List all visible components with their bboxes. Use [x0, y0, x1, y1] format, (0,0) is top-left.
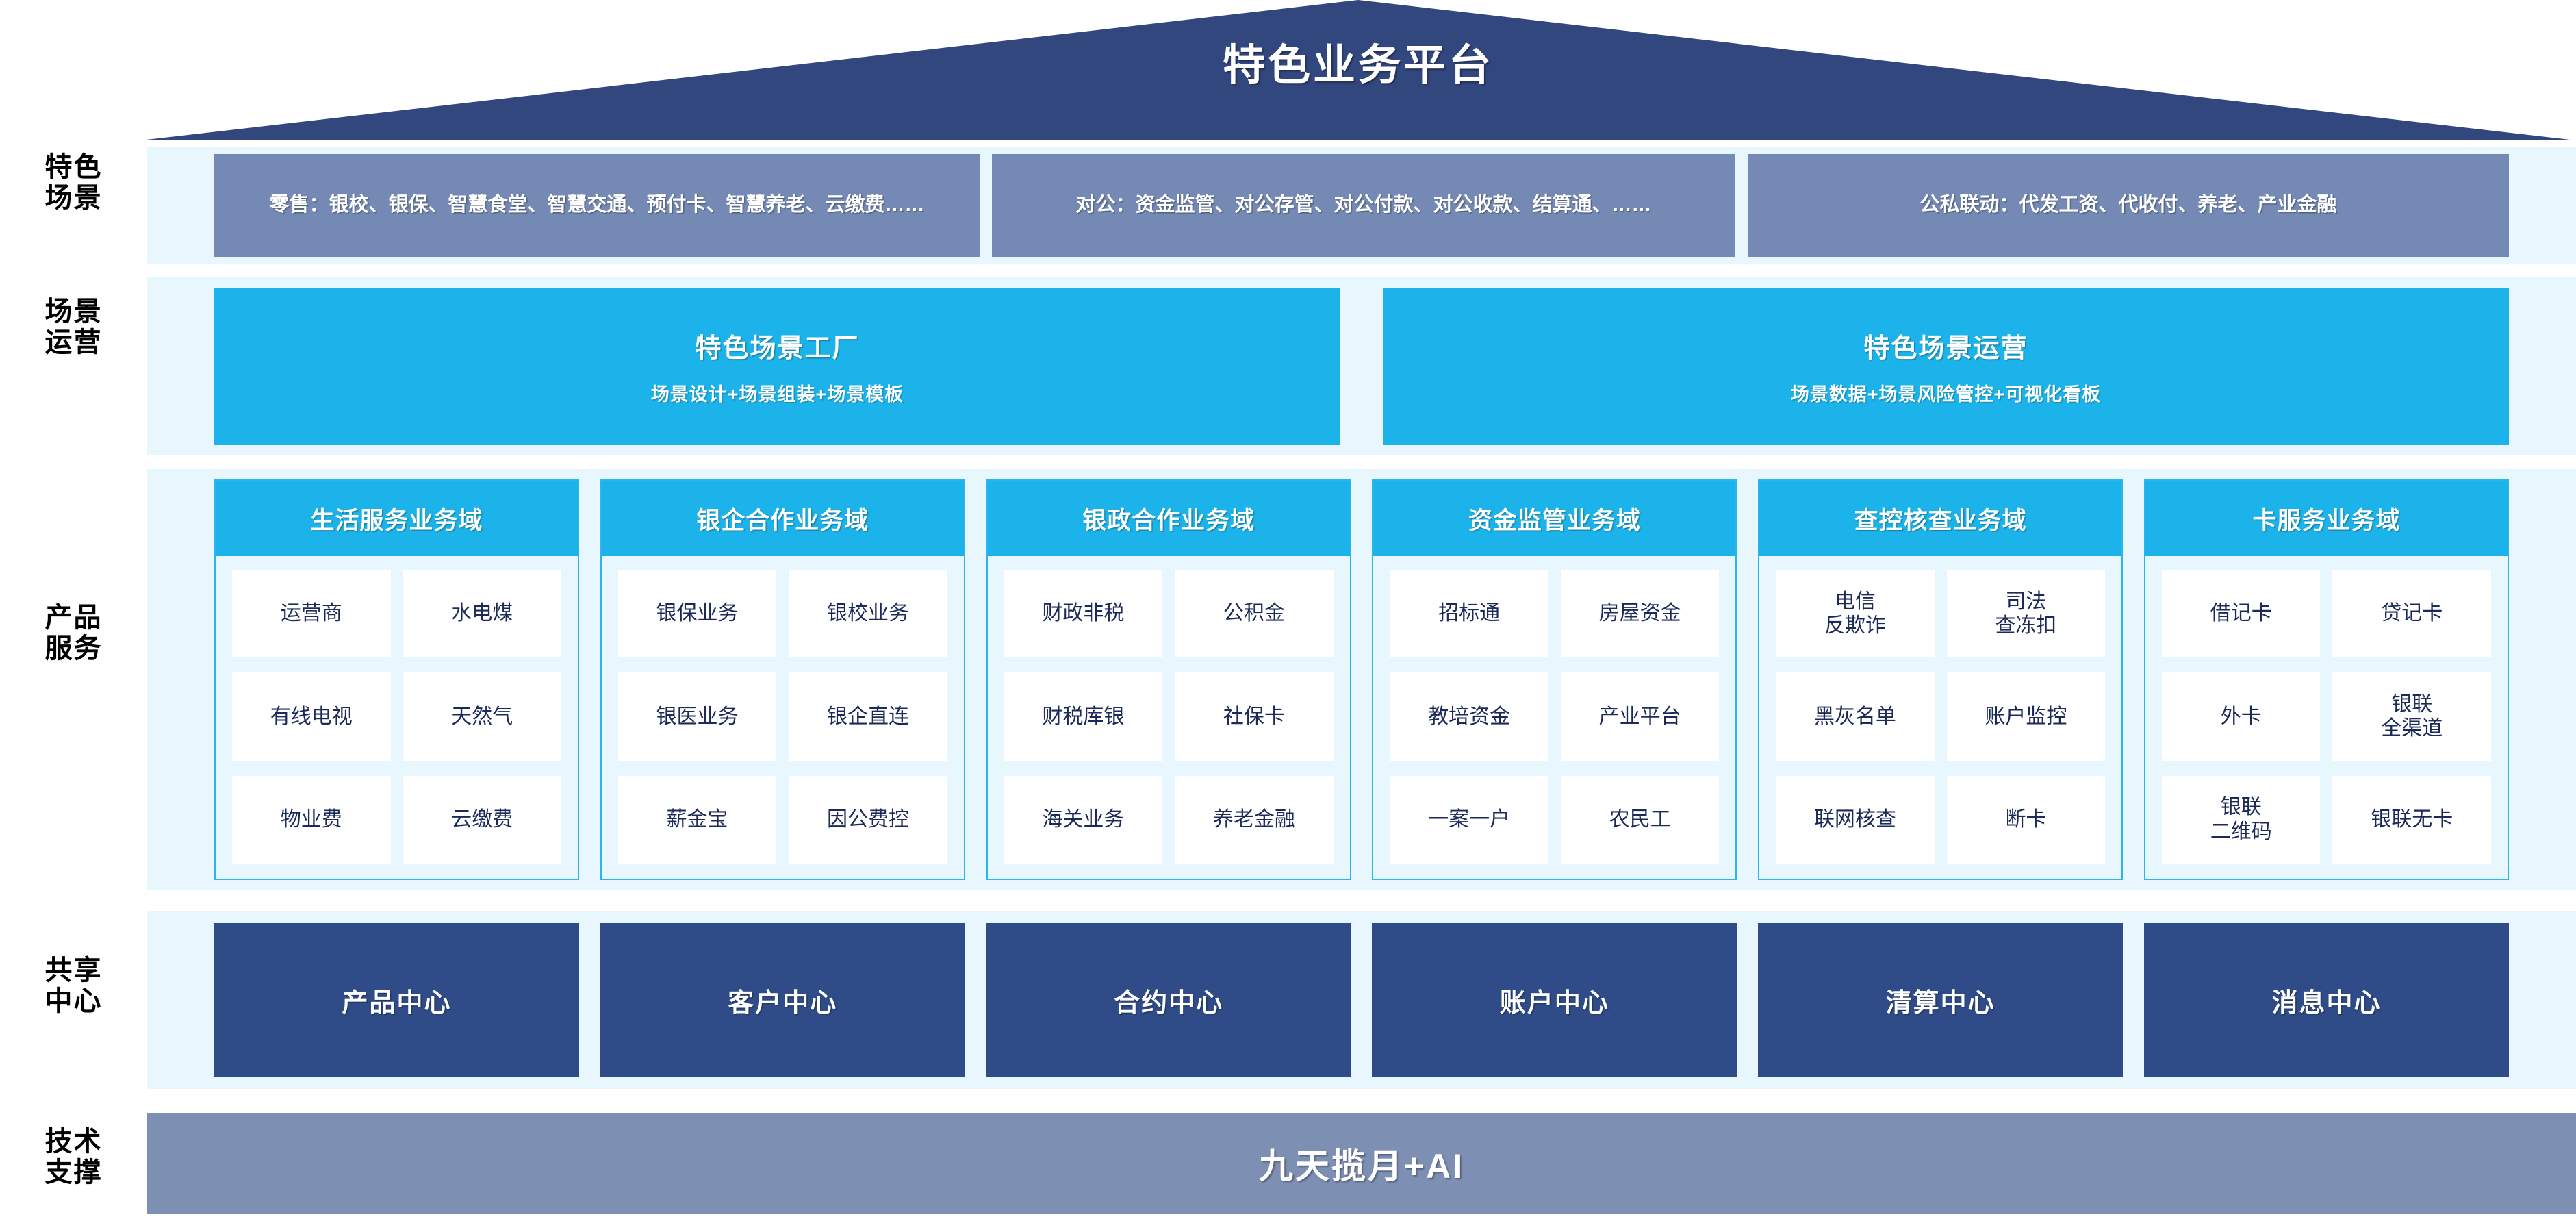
domain-title: 银政合作业务域	[987, 481, 1350, 556]
domain-card[interactable]: 生活服务业务域 运营商 水电煤 有线电视 天然气 物业费 云缴费	[214, 479, 579, 880]
domain-card[interactable]: 查控核查业务域 电信 反欺诈 司法 查冻扣 黑灰名单 账户监控 联网核查 断卡	[1758, 479, 2124, 880]
domain-item[interactable]: 银保业务	[617, 570, 777, 658]
domain-item-grid: 招标通 房屋资金 教培资金 产业平台 一案一户 农民工	[1373, 556, 1735, 879]
row-label-tech-support: 技术 支撑	[44, 1127, 103, 1187]
domain-item[interactable]: 海关业务	[1004, 775, 1163, 864]
domain-item[interactable]: 联网核查	[1776, 775, 1935, 864]
scene-box-corporate[interactable]: 对公：资金监管、对公存管、对公付款、对公收款、结算通、……	[992, 154, 1735, 257]
domain-item[interactable]: 财税库银	[1004, 672, 1163, 761]
domain-item[interactable]: 水电煤	[403, 570, 561, 658]
domain-item[interactable]: 黑灰名单	[1776, 672, 1935, 761]
domain-item[interactable]: 银联无卡	[2332, 775, 2491, 864]
domain-item[interactable]: 电信 反欺诈	[1776, 570, 1935, 658]
domain-item[interactable]: 外卡	[2161, 672, 2321, 761]
domain-title: 卡服务业务域	[2145, 481, 2508, 556]
shared-center-box[interactable]: 客户中心	[600, 923, 965, 1077]
domain-item[interactable]: 养老金融	[1175, 775, 1334, 864]
domain-card[interactable]: 卡服务业务域 借记卡 贷记卡 外卡 银联 全渠道 银联 二维码 银联无卡	[2143, 479, 2509, 880]
scene-operation-subtitle: 场景数据+场景风险管控+可视化看板	[1790, 384, 2102, 405]
domain-item-grid: 运营商 水电煤 有线电视 天然气 物业费 云缴费	[216, 556, 578, 879]
domain-item-grid: 借记卡 贷记卡 外卡 银联 全渠道 银联 二维码 银联无卡	[2145, 556, 2508, 879]
domain-card[interactable]: 银企合作业务域 银保业务 银校业务 银医业务 银企直连 薪金宝 因公费控	[600, 479, 965, 880]
domain-item[interactable]: 银企直连	[789, 672, 947, 761]
domain-item[interactable]: 社保卡	[1175, 672, 1334, 761]
domain-item[interactable]: 有线电视	[232, 672, 391, 761]
shared-center-box[interactable]: 账户中心	[1372, 923, 1737, 1077]
domain-item[interactable]: 财政非税	[1004, 570, 1163, 658]
domain-title: 资金监管业务域	[1373, 481, 1736, 556]
shared-center-box[interactable]: 产品中心	[214, 923, 579, 1077]
domain-item[interactable]: 银校业务	[789, 570, 947, 658]
platform-roof-banner: 特色业务平台	[140, 0, 2576, 140]
scene-factory-card[interactable]: 特色场景工厂 场景设计+场景组装+场景模板	[214, 288, 1340, 445]
domain-item[interactable]: 借记卡	[2161, 570, 2321, 658]
domain-card[interactable]: 资金监管业务域 招标通 房屋资金 教培资金 产业平台 一案一户 农民工	[1372, 479, 1737, 880]
scene-factory-subtitle: 场景设计+场景组装+场景模板	[650, 384, 904, 405]
row-label-scene: 特色 场景	[44, 152, 103, 213]
scene-operation-title: 特色场景运营	[1863, 334, 2028, 363]
domain-item[interactable]: 因公费控	[789, 775, 947, 864]
shared-center-box[interactable]: 消息中心	[2143, 923, 2509, 1077]
product-domain-row: 生活服务业务域 运营商 水电煤 有线电视 天然气 物业费 云缴费 银企合作业务域…	[147, 479, 2576, 880]
domain-item-grid: 财政非税 公积金 财税库银 社保卡 海关业务 养老金融	[988, 556, 1350, 879]
domain-item[interactable]: 房屋资金	[1560, 570, 1720, 658]
shared-center-box[interactable]: 清算中心	[1758, 923, 2124, 1077]
row-label-shared-center: 共享 中心	[44, 955, 103, 1016]
domain-item[interactable]: 断卡	[1946, 775, 2106, 864]
domain-item[interactable]: 产业平台	[1560, 672, 1720, 761]
shared-center-row: 产品中心 客户中心 合约中心 账户中心 清算中心 消息中心	[147, 923, 2576, 1077]
platform-title: 特色业务平台	[1222, 42, 1494, 89]
scene-box-public-private[interactable]: 公私联动：代发工资、代收付、养老、产业金融	[1748, 154, 2509, 257]
domain-item-grid: 银保业务 银校业务 银医业务 银企直连 薪金宝 因公费控	[602, 556, 964, 879]
domain-item[interactable]: 教培资金	[1390, 672, 1548, 761]
domain-item[interactable]: 农民工	[1560, 775, 1720, 864]
domain-item[interactable]: 银医业务	[617, 672, 777, 761]
domain-item-grid: 电信 反欺诈 司法 查冻扣 黑灰名单 账户监控 联网核查 断卡	[1759, 556, 2121, 879]
row-label-product-service: 产品 服务	[44, 603, 103, 664]
domain-item[interactable]: 一案一户	[1390, 775, 1548, 864]
domain-title: 银企合作业务域	[601, 481, 964, 556]
domain-item[interactable]: 天然气	[403, 672, 561, 761]
domain-card[interactable]: 银政合作业务域 财政非税 公积金 财税库银 社保卡 海关业务 养老金融	[986, 479, 1351, 880]
scene-ops-row: 特色场景工厂 场景设计+场景组装+场景模板 特色场景运营 场景数据+场景风险管控…	[147, 288, 2576, 445]
scene-operation-card[interactable]: 特色场景运营 场景数据+场景风险管控+可视化看板	[1383, 288, 2509, 445]
domain-item[interactable]: 银联 全渠道	[2332, 672, 2491, 761]
shared-center-box[interactable]: 合约中心	[986, 923, 1351, 1077]
domain-item[interactable]: 公积金	[1175, 570, 1334, 658]
domain-item[interactable]: 司法 查冻扣	[1946, 570, 2106, 658]
domain-item[interactable]: 云缴费	[403, 775, 561, 864]
scene-box-retail[interactable]: 零售：银校、银保、智慧食堂、智慧交通、预付卡、智慧养老、云缴费……	[214, 154, 980, 257]
domain-title: 查控核查业务域	[1759, 481, 2122, 556]
tech-support-bar[interactable]: 九天揽月+AI	[147, 1113, 2576, 1214]
domain-item[interactable]: 物业费	[232, 775, 391, 864]
domain-item[interactable]: 银联 二维码	[2161, 775, 2321, 864]
scene-factory-title: 特色场景工厂	[695, 334, 860, 363]
domain-item[interactable]: 薪金宝	[617, 775, 777, 864]
domain-item[interactable]: 招标通	[1390, 570, 1548, 658]
domain-title: 生活服务业务域	[216, 481, 578, 556]
row-label-scene-ops: 场景 运营	[44, 297, 103, 357]
domain-item[interactable]: 运营商	[232, 570, 391, 658]
domain-item[interactable]: 贷记卡	[2332, 570, 2491, 658]
scene-row: 零售：银校、银保、智慧食堂、智慧交通、预付卡、智慧养老、云缴费…… 对公：资金监…	[147, 154, 2576, 257]
domain-item[interactable]: 账户监控	[1946, 672, 2106, 761]
